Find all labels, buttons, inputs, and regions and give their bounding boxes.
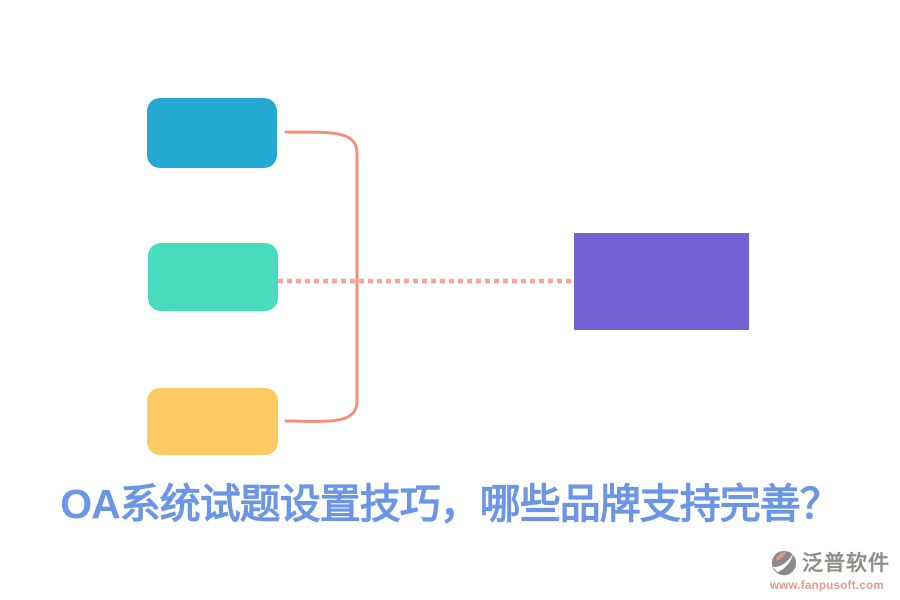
brand-logo: 泛普软件 www.fanpusoft.com — [770, 548, 890, 592]
caption-title: OA系统试题设置技巧，哪些品牌支持完善？ — [60, 481, 841, 527]
brand-url: www.fanpusoft.com — [770, 580, 884, 592]
diagram-node-middle — [148, 243, 278, 311]
diagram-node-top — [147, 98, 277, 168]
diagram-node-bottom — [147, 388, 278, 455]
bracket-connector-line — [284, 130, 359, 423]
fanpu-logo-icon — [770, 548, 798, 578]
brand-name: 泛普软件 — [802, 551, 890, 575]
brand-logo-row: 泛普软件 — [770, 548, 890, 578]
diagram-node-result — [574, 233, 749, 330]
